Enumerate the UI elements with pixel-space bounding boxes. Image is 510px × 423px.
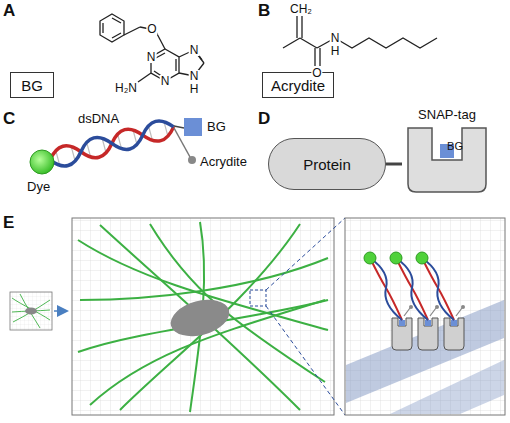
part-label: BG — [207, 120, 226, 133]
atom-label: N — [189, 44, 200, 56]
acrydite-box: Acrydite — [262, 72, 334, 98]
atom-label: H — [189, 83, 200, 95]
cell-view — [72, 218, 345, 415]
atom-label: N — [189, 70, 200, 82]
part-label: Dye — [27, 180, 50, 193]
dsdna-helix — [30, 117, 202, 174]
atom-label: H₂N — [114, 82, 138, 94]
atom-label: N — [160, 75, 171, 87]
snap-tag-shape: SNAP-tag — [402, 106, 492, 194]
bg-structure — [100, 14, 204, 82]
acrydite-structure — [283, 16, 437, 66]
atom-label: N — [330, 32, 341, 44]
atom-label: O — [311, 67, 322, 79]
cell-thumbnail — [10, 292, 66, 330]
node-text: SNAP-tag — [418, 107, 476, 122]
atom-label: CH₂ — [289, 3, 313, 15]
part-label: Acrydite — [200, 155, 247, 168]
node-text: BG — [21, 77, 43, 94]
panel-letter: A — [3, 2, 15, 19]
atom-label: O — [146, 23, 157, 35]
bg-box: BG — [10, 72, 54, 98]
node-text: Protein — [303, 156, 351, 173]
panel-letter: B — [258, 2, 270, 19]
protein-shape: Protein — [268, 138, 386, 190]
panel-letter: D — [258, 110, 270, 127]
linker — [386, 163, 402, 166]
zoom-view — [345, 218, 505, 415]
panel-letter: C — [3, 110, 15, 127]
snap-construct — [416, 252, 465, 350]
panel-letter: E — [3, 214, 14, 231]
part-label: dsDNA — [78, 112, 119, 125]
atom-label: BG — [446, 141, 464, 152]
node-text: Acrydite — [271, 77, 325, 94]
atom-label: H — [330, 45, 341, 57]
atom-label: N — [146, 51, 157, 63]
